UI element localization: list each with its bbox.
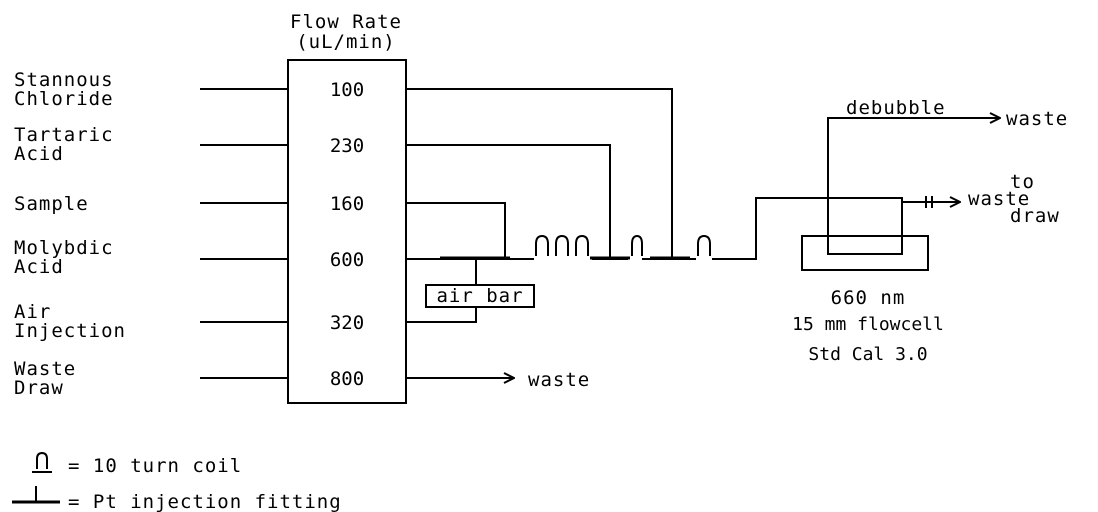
rate-stannous: 100 — [330, 79, 364, 101]
reagent-label-tartaric: Tartaric — [14, 124, 114, 146]
flow-rate-units: (uL/min) — [296, 31, 396, 53]
outlet-line-air — [406, 307, 477, 323]
coil-icon — [555, 234, 569, 256]
reagent-label-draw: Draw — [14, 377, 64, 399]
debubble-label: debubble — [846, 97, 946, 119]
rate-air: 320 — [330, 312, 364, 334]
main-line-to-flowcell — [712, 197, 828, 260]
outlet-line-stannous — [406, 88, 673, 258]
detector-calibration: Std Cal 3.0 — [808, 344, 927, 365]
rate-molybdic: 600 — [330, 249, 364, 271]
rate-tartaric: 230 — [330, 135, 364, 157]
waste-label: waste — [528, 369, 590, 391]
reagent-label-air: Air — [14, 301, 51, 323]
draw-label: draw — [1010, 205, 1060, 227]
reagent-label-stannous: Stannous — [14, 69, 114, 91]
flowcell-box — [801, 235, 929, 271]
to-label: to — [1010, 171, 1035, 193]
rate-sample: 160 — [330, 193, 364, 215]
pump-box — [287, 59, 407, 404]
detector-wavelength: 660 nm — [831, 287, 906, 309]
reagent-label-molybdic-acid: Acid — [14, 256, 64, 278]
legend-coil-text: = 10 turn coil — [68, 455, 242, 477]
reagent-label-waste: Waste — [14, 358, 76, 380]
air-bar-label: air bar — [436, 285, 523, 307]
air-bar-box — [425, 284, 535, 308]
rate-waste: 800 — [330, 368, 364, 390]
coil-icon — [575, 234, 589, 256]
flow-rate-title: Flow Rate — [290, 11, 402, 33]
coil-icon — [535, 234, 549, 256]
flowcell-outlet-line — [901, 198, 960, 202]
reagent-label-molybdic: Molybdic — [14, 237, 114, 259]
coil-icon — [36, 451, 48, 469]
waste-draw-label: waste — [968, 188, 1030, 210]
reagent-label-chloride: Chloride — [14, 88, 114, 110]
outlet-line-tartaric — [406, 144, 611, 258]
reagent-label-tartaric-acid: Acid — [14, 143, 64, 165]
coil-group-1 — [535, 234, 589, 256]
outlet-line-sample — [406, 202, 506, 258]
reagent-label-sample: Sample — [14, 193, 89, 215]
legend-fitting-text: = Pt injection fitting — [68, 491, 342, 512]
debubble-waste-label: waste — [1006, 108, 1068, 130]
coil-icon — [697, 234, 711, 256]
flowcell-inner — [827, 197, 903, 255]
reagent-label-injection: Injection — [14, 320, 126, 342]
detector-flowcell: 15 mm flowcell — [792, 314, 944, 335]
legend: = 10 turn coil = Pt injection fitting — [12, 451, 342, 512]
debubble-line — [827, 118, 1000, 198]
coil-icon — [631, 234, 643, 256]
